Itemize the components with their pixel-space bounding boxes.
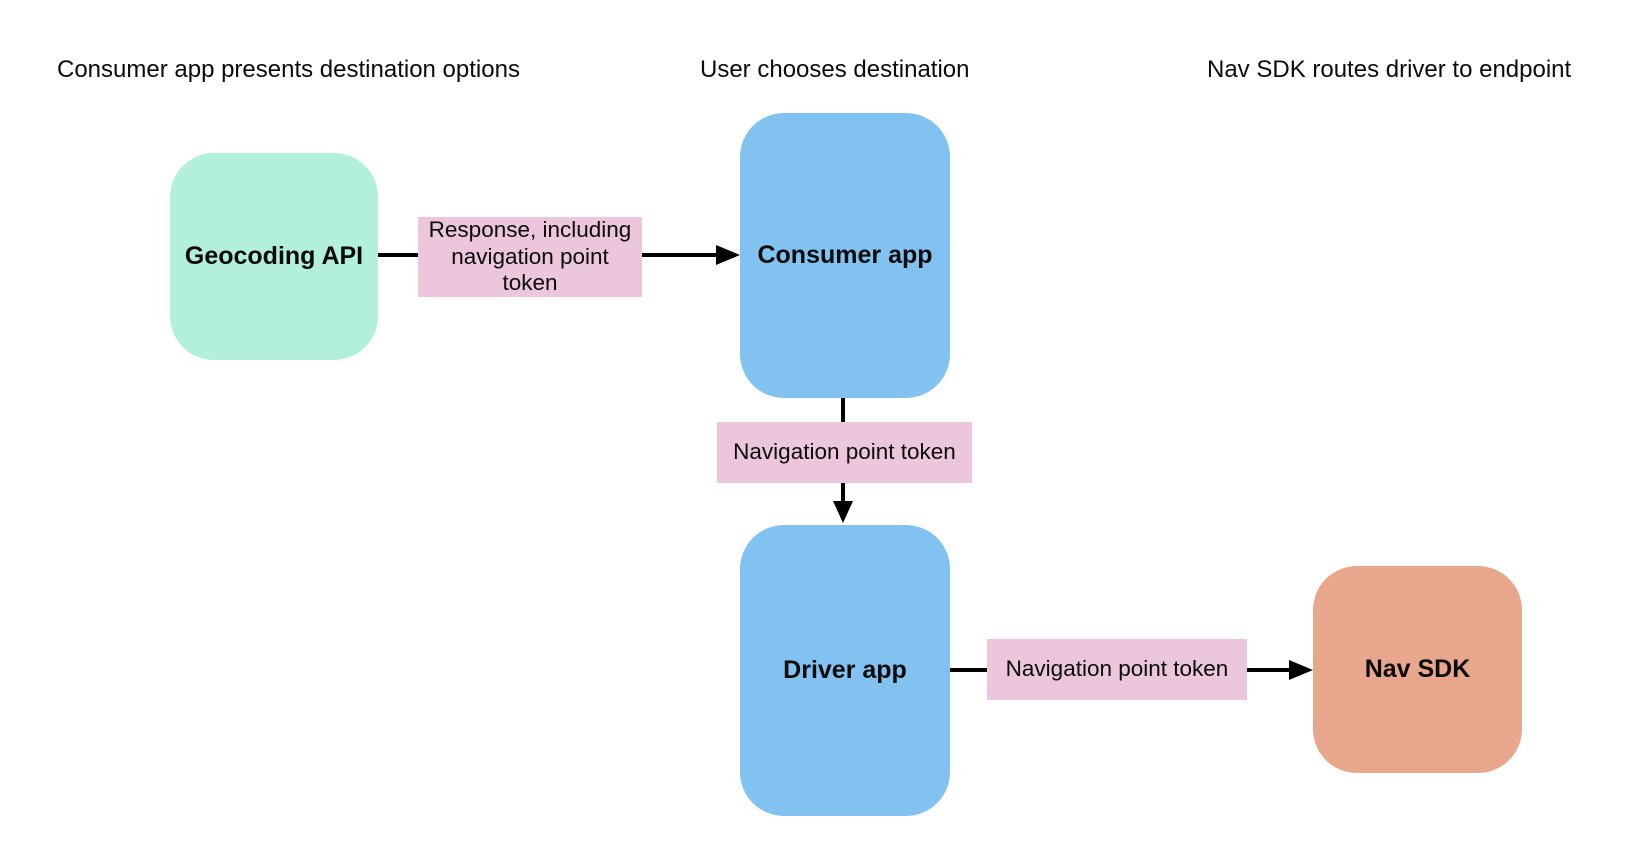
edge-label-response-including-token: Response, including navigation point tok…	[418, 217, 642, 297]
step-heading-navsdk-routes: Nav SDK routes driver to endpoint	[1207, 56, 1572, 83]
driver-to-navsdk-arrowhead-icon	[1289, 660, 1313, 680]
node-driver-app: Driver app	[740, 525, 950, 816]
node-nav-sdk: Nav SDK	[1313, 566, 1522, 773]
node-nav-sdk-label: Nav SDK	[1364, 655, 1471, 683]
node-geocoding-api: Geocoding API	[170, 153, 378, 360]
node-geocoding-api-label: Geocoding API	[184, 242, 364, 270]
edge-label-navigation-point-token-2: Navigation point token	[987, 639, 1247, 700]
step-heading-consumer-presents: Consumer app presents destination option…	[57, 56, 520, 83]
step-heading-user-chooses: User chooses destination	[700, 56, 970, 83]
node-consumer-app-label: Consumer app	[757, 241, 933, 269]
edge-label-navigation-point-token-1: Navigation point token	[717, 422, 972, 483]
consumer-to-driver-arrowhead-icon	[833, 501, 853, 523]
node-driver-app-label: Driver app	[783, 656, 907, 684]
geocoding-to-consumer-arrowhead-icon	[716, 245, 740, 265]
node-consumer-app: Consumer app	[740, 113, 950, 398]
